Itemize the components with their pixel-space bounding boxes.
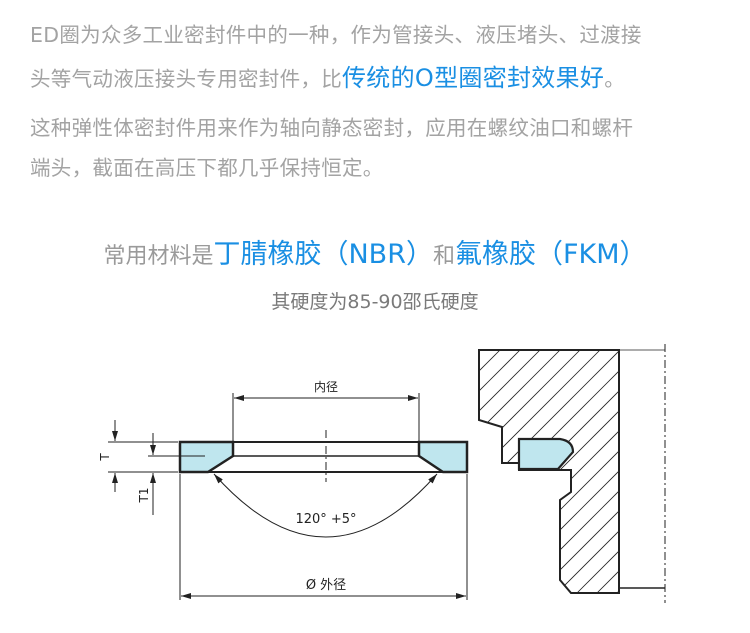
angle-label: 120° +5° xyxy=(295,512,356,527)
hatch-line xyxy=(479,350,619,593)
hatch-line xyxy=(479,350,619,593)
seal-ring-section xyxy=(178,430,469,482)
intro-line-4: 端头，截面在高压下都几乎保持恒定。 xyxy=(30,156,384,180)
installation-cross-section xyxy=(478,340,750,620)
materials-joiner: 和 xyxy=(432,244,455,269)
intro-line-1: ED圈为众多工业密封件中的一种，作为管接头、液压堵头、过渡接 xyxy=(30,23,642,47)
hatch-line xyxy=(479,350,591,593)
hatch-line xyxy=(479,350,511,593)
hatch-line xyxy=(630,340,750,620)
intro-highlight: 传统的O型圈密封效果好 xyxy=(342,64,605,92)
intro-line-2-suffix: 。 xyxy=(604,67,626,91)
material-nbr: 丁腈橡胶（NBR） xyxy=(213,239,433,270)
angle-dimension xyxy=(213,473,438,538)
t1-label: T1 xyxy=(137,488,151,504)
hatch-line xyxy=(690,340,750,620)
intro-line-2: 头等气动液压接头专用密封件，比传统的O型圈密封效果好。 xyxy=(30,58,625,93)
t-label: T xyxy=(98,453,112,462)
intro-line-2-prefix: 头等气动液压接头专用密封件，比 xyxy=(30,67,342,91)
hatch-line xyxy=(670,340,750,620)
hatch-line xyxy=(479,350,571,593)
intro-line-3: 这种弹性体密封件用来作为轴向静态密封，应用在螺纹油口和螺杆 xyxy=(30,116,634,140)
hatch-line xyxy=(609,350,619,593)
outer-diameter-label: Ø 外径 xyxy=(306,578,346,593)
hatch-line xyxy=(479,350,611,593)
hatch-line xyxy=(730,340,750,620)
hatch-line xyxy=(569,350,619,593)
materials-line: 常用材料是丁腈橡胶（NBR）和氟橡胶（FKM） xyxy=(0,232,750,271)
hatch-line xyxy=(479,350,619,593)
hatch-line xyxy=(529,350,619,593)
hatch-line xyxy=(479,350,551,593)
inner-diameter-dimension xyxy=(232,393,420,442)
hardness-line: 其硬度为85-90邵氏硬度 xyxy=(271,291,479,313)
hatch-line xyxy=(710,340,750,620)
hatch-line xyxy=(479,350,491,593)
installed-seal xyxy=(517,437,575,471)
inner-diameter-label: 内径 xyxy=(314,380,338,394)
hatch-line xyxy=(549,350,619,593)
hatch-line xyxy=(479,350,531,593)
thickness-dimensions xyxy=(108,420,205,515)
outer-diameter-dimension xyxy=(179,474,468,600)
hatch-line xyxy=(589,350,619,593)
hatch-line xyxy=(479,350,619,593)
materials-prefix: 常用材料是 xyxy=(103,244,214,269)
hatch-line xyxy=(509,350,619,593)
hatch-line xyxy=(479,350,619,593)
material-fkm: 氟橡胶（FKM） xyxy=(454,239,647,270)
